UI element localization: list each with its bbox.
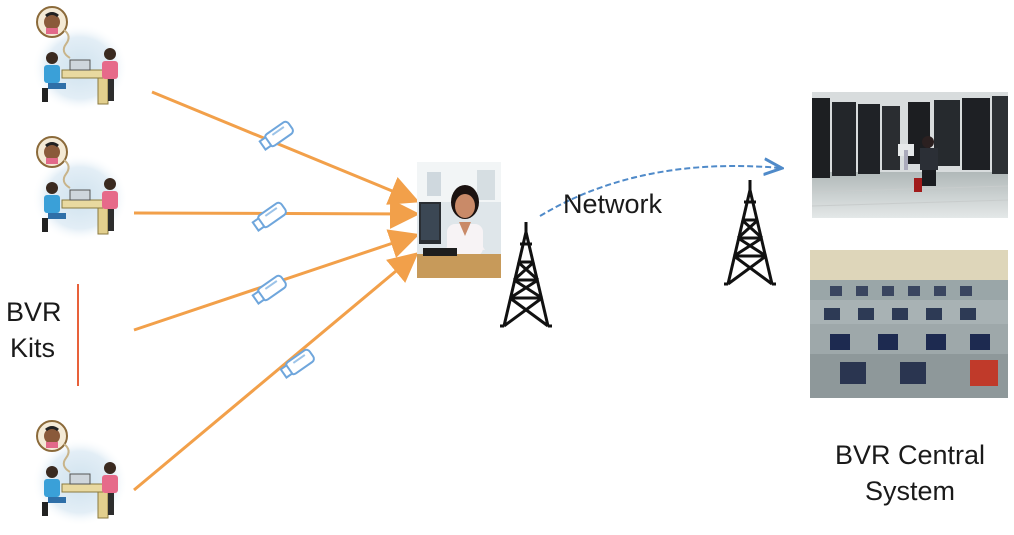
- office-operator-photo: [417, 162, 501, 278]
- usb-stick-icon: [279, 348, 315, 379]
- arrow-kit-1: [151, 90, 420, 205]
- call-center-photo: [810, 250, 1008, 398]
- usb-stick-icon: [258, 120, 294, 151]
- usb-stick-icon: [251, 274, 287, 305]
- bvr-kit-operator-icon: [30, 135, 130, 244]
- network-label: Network: [563, 189, 663, 219]
- usb-stick-icon: [251, 201, 287, 232]
- bvr-kits-label-line2: Kits: [10, 333, 56, 363]
- radio-tower-icon: [500, 222, 552, 328]
- arrow-kit-4: [133, 252, 419, 492]
- central-system-label-line2: System: [864, 476, 956, 506]
- server-room-photo: [811, 92, 1009, 218]
- central-system-label-line1: BVR Central: [834, 440, 986, 470]
- usb-sticks: [251, 120, 315, 379]
- bvr-kit-operator-icon: [30, 5, 130, 114]
- bvr-kits-label-line1: BVR: [6, 297, 62, 327]
- network-link: [539, 166, 780, 217]
- bvr-kits: [30, 5, 130, 528]
- radio-tower-icon: [724, 180, 776, 286]
- bvr-kit-operator-icon: [30, 419, 130, 528]
